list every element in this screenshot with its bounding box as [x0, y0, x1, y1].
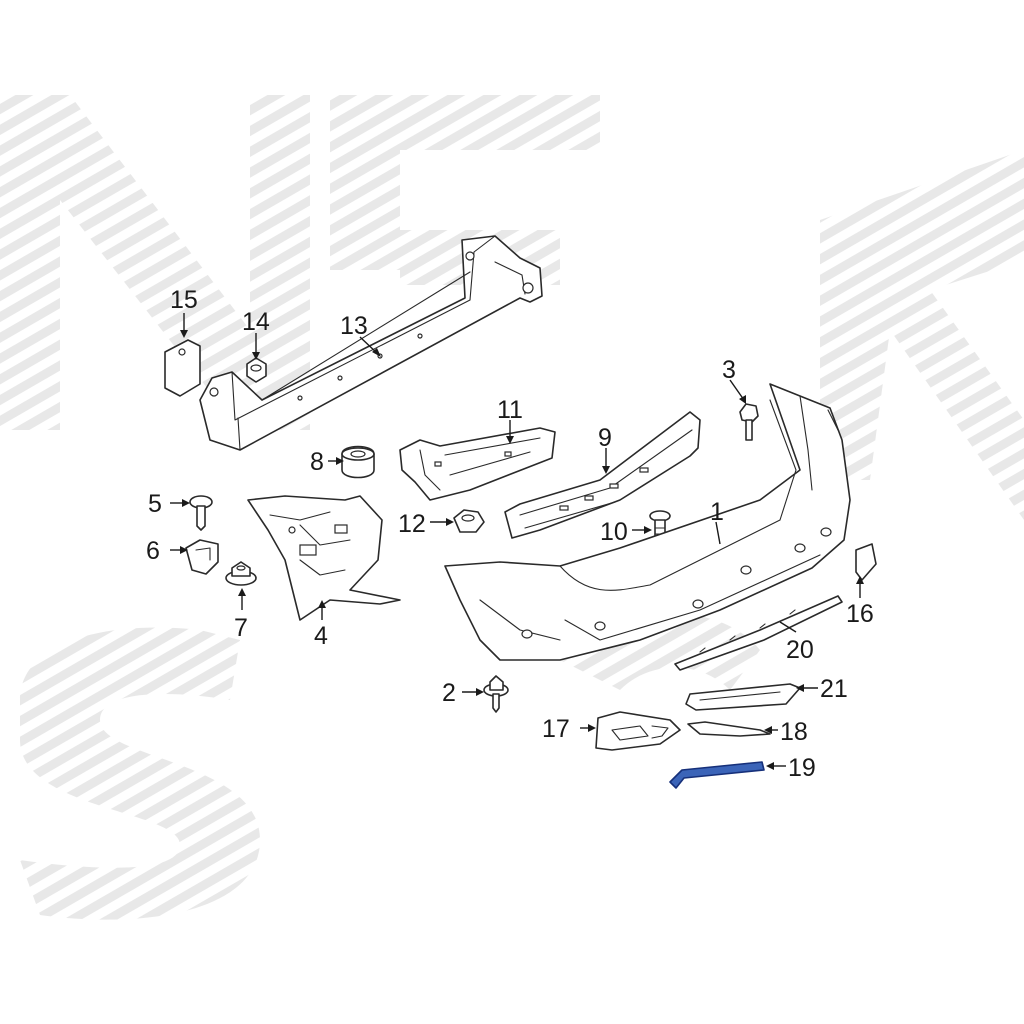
part-16-cap	[855, 543, 877, 581]
part-1-bumper-cover	[444, 383, 851, 661]
part-13-bumper-beam	[199, 235, 543, 451]
callout-10: 10	[600, 518, 628, 546]
leader-lines	[170, 313, 864, 770]
part-17-exhaust-trim	[595, 711, 681, 751]
part-21-reflector	[685, 683, 801, 711]
callout-17: 17	[542, 715, 570, 743]
callout-14: 14	[242, 308, 270, 336]
callout-7: 7	[234, 614, 248, 642]
part-4-side-bracket	[247, 495, 401, 621]
callout-18: 18	[780, 718, 808, 746]
callout-9: 9	[598, 424, 612, 452]
callout-6: 6	[146, 537, 160, 565]
part-9-mounting-rail	[504, 411, 701, 539]
part-19-trim-highlighted	[669, 761, 765, 789]
callout-12: 12	[398, 510, 426, 538]
part-8-bushing	[341, 445, 375, 479]
part-6-clip	[185, 539, 219, 575]
callout-21: 21	[820, 675, 848, 703]
callout-4: 4	[314, 622, 328, 650]
callout-11: 11	[497, 396, 523, 424]
callout-1: 1	[710, 498, 724, 526]
callout-labels: 15 14 13 3 11 9 8 5 12 10 1 6 16 7 4 20 …	[146, 286, 874, 782]
part-20-lower-trim	[674, 595, 843, 671]
part-18-trim	[687, 721, 771, 737]
callout-2: 2	[442, 679, 456, 707]
callout-3: 3	[722, 356, 736, 384]
callout-13: 13	[340, 312, 368, 340]
callout-16: 16	[846, 600, 874, 628]
watermark	[0, 95, 1024, 920]
callout-15: 15	[170, 286, 198, 314]
part-7-flange-nut	[225, 561, 257, 586]
part-11-bracket	[399, 427, 556, 501]
callout-5: 5	[148, 490, 162, 518]
callout-20: 20	[786, 636, 814, 664]
part-12-grommet	[453, 509, 485, 533]
part-2-screw	[483, 675, 509, 713]
part-14-nut	[246, 357, 267, 383]
part-15-cover-plate	[164, 339, 201, 397]
callout-19: 19	[788, 754, 816, 782]
part-5-screw	[189, 495, 213, 531]
callout-8: 8	[310, 448, 324, 476]
part-3-bolt	[739, 403, 759, 441]
